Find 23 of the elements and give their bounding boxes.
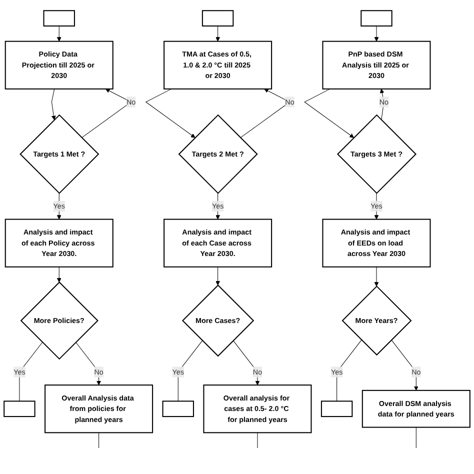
arrow bbox=[232, 340, 260, 386]
arrow bbox=[391, 340, 418, 391]
node-box bbox=[162, 400, 194, 418]
arrow bbox=[216, 26, 220, 42]
arrow bbox=[145, 88, 196, 138]
arrow bbox=[56, 266, 62, 282]
node-box bbox=[43, 10, 75, 26]
node-box bbox=[4, 400, 36, 418]
arrow bbox=[374, 266, 379, 286]
node-box bbox=[320, 400, 353, 418]
connector bbox=[257, 432, 258, 448]
arrow bbox=[304, 88, 354, 138]
node-box bbox=[202, 10, 234, 26]
arrow bbox=[76, 342, 102, 386]
arrow bbox=[56, 26, 62, 42]
arrow bbox=[51, 88, 56, 120]
connector bbox=[19, 342, 43, 402]
connector bbox=[336, 340, 362, 402]
arrow bbox=[374, 26, 379, 42]
connector bbox=[178, 340, 203, 402]
connector bbox=[98, 432, 100, 448]
arrow bbox=[216, 266, 220, 286]
node-box bbox=[360, 10, 392, 26]
